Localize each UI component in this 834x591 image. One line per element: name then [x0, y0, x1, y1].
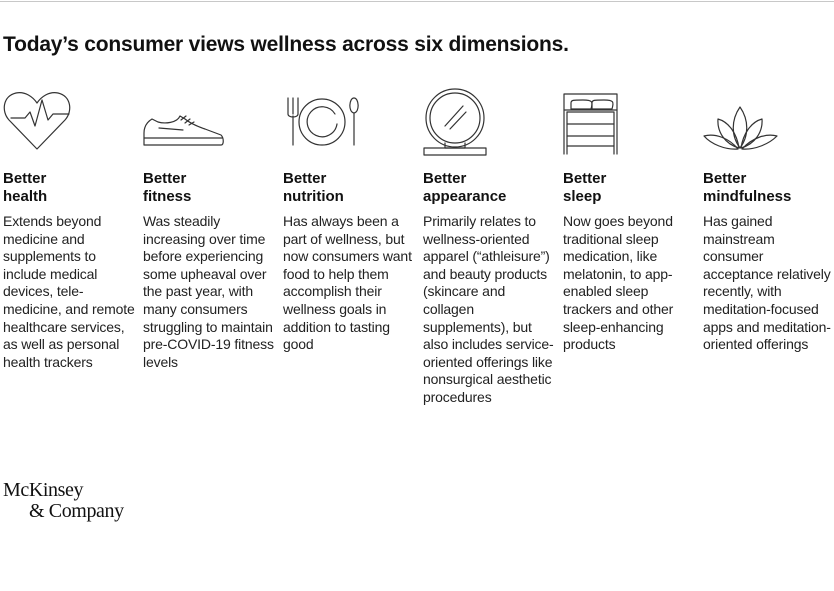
dimension-description: Now goes beyond traditional sleep medica… — [563, 213, 674, 353]
dimension-description: Has always been a part of wellness, but … — [283, 213, 412, 353]
dimension-heading: Better mindfulness — [703, 170, 792, 205]
mckinsey-logo: McKinsey & Company — [3, 479, 124, 522]
dimension-fitness: Better fitness Was steadily increasing o… — [143, 88, 275, 371]
page-title: Today’s consumer views wellness across s… — [3, 33, 569, 56]
dimension-description: Has gained mainstream consumer acceptanc… — [703, 213, 831, 353]
dimension-heading: Better nutrition — [283, 170, 344, 205]
top-divider — [0, 1, 834, 2]
heart-pulse-icon — [3, 88, 135, 160]
dimension-description: Was steadily increasing over time before… — [143, 213, 274, 370]
dimension-description: Extends beyond medicine and supplements … — [3, 213, 135, 370]
dimension-mindfulness: Better mindfulness Has gained mainstream… — [703, 88, 834, 354]
lotus-icon — [703, 88, 834, 160]
sneaker-icon — [143, 88, 275, 160]
mirror-icon — [423, 88, 555, 160]
plate-cutlery-icon — [283, 88, 415, 160]
dimension-heading: Better health — [3, 170, 48, 205]
dimension-nutrition: Better nutrition Has always been a part … — [283, 88, 415, 354]
dimension-sleep: Better sleep Now goes beyond traditional… — [563, 88, 695, 354]
dimension-health: Better health Extends beyond medicine an… — [3, 88, 135, 371]
bed-icon — [563, 88, 695, 160]
dimension-description: Primarily relates to wellness-oriented a… — [423, 213, 554, 405]
dimension-appearance: Better appearance Primarily relates to w… — [423, 88, 555, 407]
dimension-heading: Better appearance — [423, 170, 507, 205]
dimension-heading: Better fitness — [143, 170, 192, 205]
dimension-heading: Better sleep — [563, 170, 607, 205]
